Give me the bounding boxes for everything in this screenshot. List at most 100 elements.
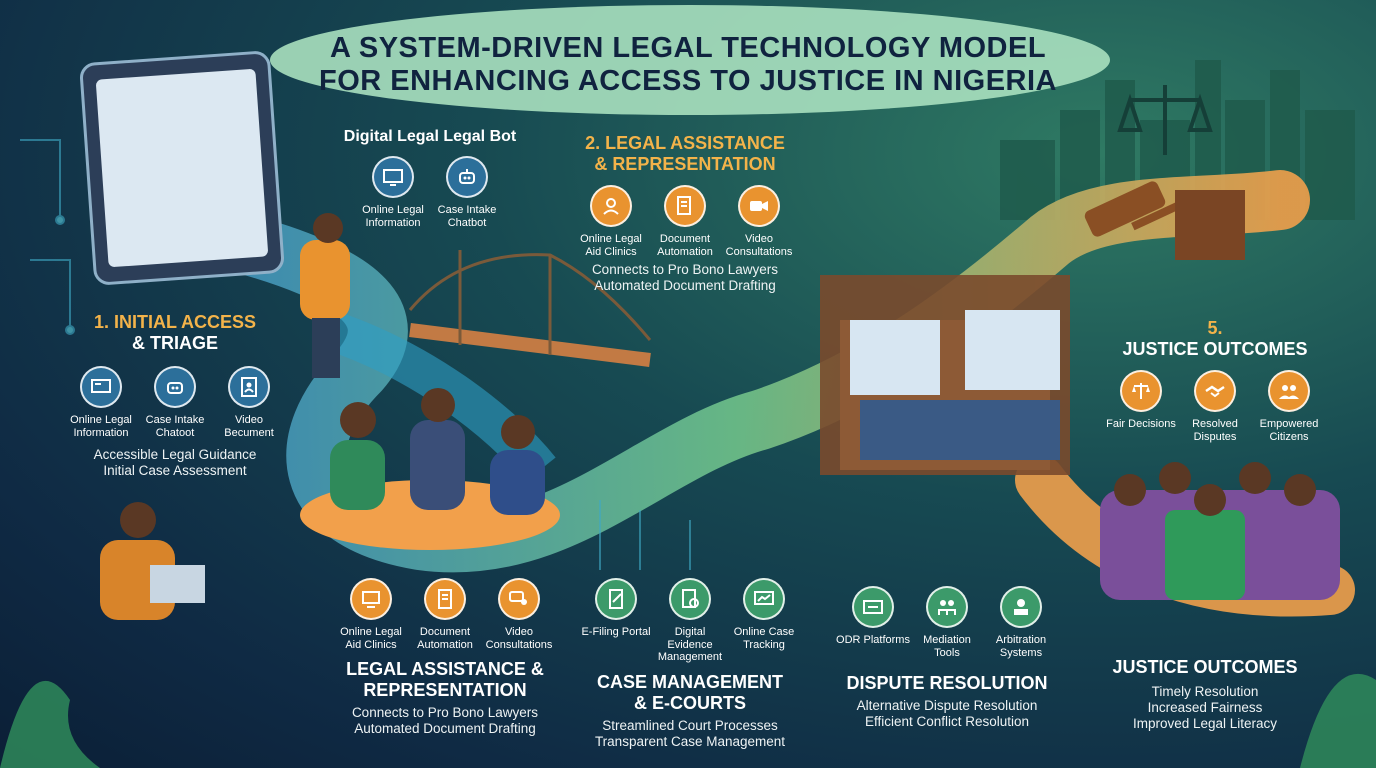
section1-desc-line2: Initial Case Assessment bbox=[103, 463, 247, 478]
title-line-2: FOR ENHANCING ACCESS TO JUSTICE IN NIGER… bbox=[318, 65, 1057, 97]
section5-title: 5. JUSTICE OUTCOMES bbox=[1100, 318, 1330, 360]
chat-user-icon bbox=[498, 578, 540, 620]
bottom-dispute-item-odr[interactable]: ODR Platforms bbox=[836, 586, 910, 659]
lawyer-figures bbox=[330, 388, 545, 515]
bottom-legal-item-video[interactable]: Video Consultations bbox=[482, 578, 556, 651]
evidence-icon bbox=[669, 578, 711, 620]
bottom-legal-item-label: Video Consultations bbox=[485, 626, 553, 651]
tracking-icon bbox=[743, 578, 785, 620]
bot-panel-heading: Digital Legal Legal Bot bbox=[343, 128, 517, 145]
section1-item-video[interactable]: Video Becument bbox=[212, 366, 286, 439]
section5-item-label: Fair Decisions bbox=[1106, 418, 1176, 430]
document-icon bbox=[424, 578, 466, 620]
gavel-illustration bbox=[1084, 181, 1245, 260]
section1-item-label: Online Legal Information bbox=[70, 414, 132, 439]
bottom-dispute-item-label: Mediation Tools bbox=[923, 634, 971, 659]
section2-item-label: Video Consultations bbox=[725, 233, 793, 258]
monitor-icon bbox=[80, 366, 122, 408]
section1-item-chatbot[interactable]: Case Intake Chatoot bbox=[138, 366, 212, 439]
bottom-legal-desc: Connects to Pro Bono Lawyers Automated D… bbox=[330, 705, 560, 737]
bottom-case-item-evidence[interactable]: Digital Evidence Management bbox=[653, 578, 727, 664]
bottom-dispute-item-arbitration[interactable]: Arbitration Systems bbox=[984, 586, 1058, 659]
section2-item-video[interactable]: Video Consultations bbox=[722, 185, 796, 258]
user-headset-icon bbox=[590, 185, 632, 227]
bottom-case-item-label: Digital Evidence Management bbox=[657, 626, 723, 663]
section1-item-label: Case Intake Chatoot bbox=[145, 414, 205, 439]
circuit-lines bbox=[20, 139, 691, 570]
section1-desc: Accessible Legal Guidance Initial Case A… bbox=[60, 447, 290, 479]
bottom-case-item-efiling[interactable]: E-Filing Portal bbox=[579, 578, 653, 664]
bottom-legal-desc-line2: Automated Document Drafting bbox=[354, 721, 536, 736]
bottom-legal-item-doc[interactable]: Document Automation bbox=[408, 578, 482, 651]
computer-icon bbox=[350, 578, 392, 620]
bottom-case-item-label: Online Case Tracking bbox=[733, 626, 795, 651]
bottom-dispute-item-label: ODR Platforms bbox=[836, 634, 910, 646]
section2-item-aid-clinics[interactable]: Online Legal Aid Clinics bbox=[574, 185, 648, 258]
bottom-dispute-desc-line2: Efficient Conflict Resolution bbox=[864, 714, 1030, 729]
bottom-case-item-label: E-Filing Portal bbox=[581, 626, 651, 638]
title-line-1: A SYSTEM-DRIVEN LEGAL TECHNOLOGY MODEL bbox=[329, 32, 1047, 64]
section2-desc-line2: Automated Document Drafting bbox=[594, 278, 776, 293]
document-pen-icon bbox=[664, 185, 706, 227]
bottom-legal-title: LEGAL ASSISTANCE & REPRESENTATION bbox=[330, 659, 560, 701]
section-justice-outcomes: 5. JUSTICE OUTCOMES Fair Decisions Resol… bbox=[1100, 318, 1330, 443]
bottom-legal-item-clinics[interactable]: Online Legal Aid Clinics bbox=[334, 578, 408, 651]
bottom-case-title-line1: CASE MANAGEMENT bbox=[596, 671, 783, 692]
courtroom-illustration bbox=[820, 275, 1070, 475]
bottom-case-desc: Streamlined Court Processes Transparent … bbox=[575, 718, 805, 750]
bottom-legal-title-line1: LEGAL ASSISTANCE & bbox=[346, 659, 544, 679]
section2-title: 2. LEGAL ASSISTANCE & REPRESENTATION bbox=[565, 133, 805, 175]
bottom-case-item-tracking[interactable]: Online Case Tracking bbox=[727, 578, 801, 664]
bottom-legal-desc-line1: Connects to Pro Bono Lawyers bbox=[351, 705, 539, 720]
bottom-legal-item-label: Online Legal Aid Clinics bbox=[340, 626, 402, 651]
mediation-icon bbox=[926, 586, 968, 628]
section1-desc-line1: Accessible Legal Guidance bbox=[93, 447, 257, 462]
bottom-justice-outcomes: JUSTICE OUTCOMES Timely Resolution Incre… bbox=[1095, 657, 1315, 732]
section5-title-line2: JUSTICE OUTCOMES bbox=[1122, 339, 1308, 359]
video-camera-icon bbox=[738, 185, 780, 227]
section2-title-line1: 2. LEGAL ASSISTANCE bbox=[585, 133, 785, 153]
file-pen-icon bbox=[595, 578, 637, 620]
main-title: A SYSTEM-DRIVEN LEGAL TECHNOLOGY MODEL F… bbox=[0, 32, 1376, 98]
section1-title-line2: & TRIAGE bbox=[131, 333, 218, 353]
bot-panel: Digital Legal Legal Bot Online Legal Inf… bbox=[330, 128, 530, 229]
section1-title-line1: 1. INITIAL ACCESS bbox=[93, 312, 257, 332]
bottom-outcomes-desc-line2: Increased Fairness bbox=[1147, 700, 1263, 715]
section1-item-label: Video Becument bbox=[224, 414, 274, 439]
robot-icon bbox=[154, 366, 196, 408]
scales-silhouette bbox=[1117, 85, 1213, 155]
bottom-case-desc-line2: Transparent Case Management bbox=[594, 733, 786, 749]
bottom-outcomes-title: JUSTICE OUTCOMES bbox=[1112, 657, 1298, 677]
bottom-dispute-resolution: ODR Platforms Mediation Tools Arbitratio… bbox=[832, 586, 1062, 730]
scales-icon bbox=[1120, 370, 1162, 412]
bottom-legal-assistance: Online Legal Aid Clinics Document Automa… bbox=[330, 578, 560, 737]
bottom-case-title: CASE MANAGEMENT & E-COURTS bbox=[575, 672, 805, 714]
person-with-laptop bbox=[100, 502, 205, 620]
section2-desc-line1: Connects to Pro Bono Lawyers bbox=[591, 262, 779, 277]
section1-item-online-legal[interactable]: Online Legal Information bbox=[64, 366, 138, 439]
section5-item-fair-decisions[interactable]: Fair Decisions bbox=[1104, 370, 1178, 443]
section5-item-resolved-disputes[interactable]: Resolved Disputes bbox=[1178, 370, 1252, 443]
bot-item-online-legal[interactable]: Online Legal Information bbox=[356, 156, 430, 229]
bottom-case-management: E-Filing Portal Digital Evidence Managem… bbox=[575, 578, 805, 750]
section2-item-label: Online Legal Aid Clinics bbox=[580, 233, 642, 258]
bottom-dispute-desc: Alternative Dispute Resolution Efficient… bbox=[832, 698, 1062, 730]
bottom-dispute-title: DISPUTE RESOLUTION bbox=[846, 673, 1048, 693]
bottom-legal-item-label: Document Automation bbox=[417, 626, 473, 651]
bottom-dispute-desc-line1: Alternative Dispute Resolution bbox=[856, 698, 1038, 713]
section5-item-empowered-citizens[interactable]: Empowered Citizens bbox=[1252, 370, 1326, 443]
document-user-icon bbox=[228, 366, 270, 408]
bot-item-label: Online Legal Information bbox=[362, 204, 424, 229]
bottom-outcomes-desc: Timely Resolution Increased Fairness Imp… bbox=[1095, 684, 1315, 732]
arbitrator-icon bbox=[1000, 586, 1042, 628]
robot-icon bbox=[446, 156, 488, 198]
bot-item-label: Case Intake Chatbot bbox=[437, 204, 497, 229]
section5-title-line1: 5. bbox=[1207, 318, 1223, 338]
section-initial-access: 1. INITIAL ACCESS & TRIAGE Online Legal … bbox=[60, 312, 290, 479]
bottom-dispute-item-mediation[interactable]: Mediation Tools bbox=[910, 586, 984, 659]
section2-item-doc-automation[interactable]: Document Automation bbox=[648, 185, 722, 258]
bottom-case-desc-line1: Streamlined Court Processes bbox=[602, 717, 778, 733]
bot-item-chatbot[interactable]: Case Intake Chatbot bbox=[430, 156, 504, 229]
handshake-icon bbox=[1194, 370, 1236, 412]
